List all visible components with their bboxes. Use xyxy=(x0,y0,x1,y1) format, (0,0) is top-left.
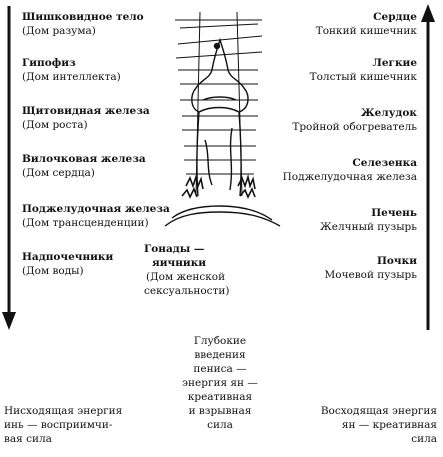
left-gland-4: Вилочковая железа (Дом сердца) xyxy=(22,152,146,180)
organ-pair: Тонкий кишечник xyxy=(315,25,417,37)
gonads-house-line1: (Дом женской xyxy=(146,271,226,283)
left-gland-5: Поджелудочная железа (Дом трансценденции… xyxy=(22,202,170,230)
right-organ-2: Легкие Толстый кишечник xyxy=(310,56,417,84)
ascending-arrow xyxy=(421,4,435,330)
gonads-name-line2: яичники xyxy=(152,257,207,269)
gland-house: (Дом трансценденции) xyxy=(22,217,149,229)
center-note-line: энергия ян — xyxy=(182,377,258,389)
organ-name: Почки xyxy=(377,255,417,267)
gland-house: (Дом сердца) xyxy=(22,167,95,179)
center-note: Глубокие введения пениса — энергия ян — … xyxy=(160,334,280,432)
organ-name: Желудок xyxy=(360,107,417,119)
center-note-line: сила xyxy=(207,419,233,431)
right-organ-5: Печень Желчный пузырь xyxy=(320,206,417,234)
ascending-note-line: Восходящая энергия xyxy=(320,405,437,417)
descending-note-line: Нисходящая энергия xyxy=(4,405,123,417)
organ-name: Легкие xyxy=(372,57,417,69)
center-note-line: и взрывная xyxy=(188,405,252,417)
descending-arrow xyxy=(2,6,16,330)
organ-pair: Желчный пузырь xyxy=(319,221,417,233)
gland-house: (Дом интеллекта) xyxy=(22,71,121,83)
left-gland-6: Надпочечники (Дом воды) xyxy=(22,250,113,278)
ascending-note-line: сила xyxy=(411,433,437,445)
organ-name: Сердце xyxy=(373,11,417,23)
gonads-house-line2: сексуальности) xyxy=(144,285,230,297)
descending-note-line: вая сила xyxy=(4,433,52,445)
right-organ-6: Почки Мочевой пузырь xyxy=(325,254,418,282)
phallus-illustration xyxy=(164,37,281,227)
organ-name: Селезенка xyxy=(352,157,417,169)
center-note-line: креативная xyxy=(187,391,253,403)
right-organ-4: Селезенка Поджелудочная железа xyxy=(283,156,417,184)
gland-house: (Дом воды) xyxy=(22,265,84,277)
organ-pair: Тройной обогреватель xyxy=(292,121,417,133)
descending-energy-note: Нисходящая энергия инь — восприимчи- вая… xyxy=(4,404,122,446)
organ-pair: Поджелудочная железа xyxy=(282,171,417,183)
center-note-line: Глубокие xyxy=(193,335,247,347)
gland-name: Вилочковая железа xyxy=(22,153,146,165)
organ-name: Печень xyxy=(371,207,417,219)
descending-note-line: инь — восприимчи- xyxy=(4,419,113,431)
left-gland-2: Гипофиз (Дом интеллекта) xyxy=(22,56,121,84)
center-note-line: пениса — xyxy=(193,363,247,375)
ascending-note-line: ян — креативная xyxy=(341,419,437,431)
gland-name: Щитовидная железа xyxy=(22,105,150,117)
acupuncture-pins xyxy=(175,11,263,197)
left-gland-1: Шишковидное тело (Дом разума) xyxy=(22,10,144,38)
organ-pair: Мочевой пузырь xyxy=(324,269,418,281)
ascending-energy-note: Восходящая энергия ян — креативная сила xyxy=(321,404,437,446)
center-note-line: введения xyxy=(194,349,246,361)
gland-name: Гипофиз xyxy=(22,57,76,69)
gonads-label: Гонады — яичники (Дом женской сексуально… xyxy=(144,242,229,298)
gland-name: Шишковидное тело xyxy=(22,11,144,23)
right-organ-3: Желудок Тройной обогреватель xyxy=(292,106,417,134)
gonads-name-line1: Гонады — xyxy=(144,243,205,255)
gland-name: Надпочечники xyxy=(22,251,114,263)
gland-house: (Дом разума) xyxy=(22,25,96,37)
organ-pair: Толстый кишечник xyxy=(309,71,417,83)
gland-house: (Дом роста) xyxy=(22,119,88,131)
left-gland-3: Щитовидная железа (Дом роста) xyxy=(22,104,150,132)
gland-name: Поджелудочная железа xyxy=(22,203,170,215)
right-organ-1: Сердце Тонкий кишечник xyxy=(316,10,417,38)
